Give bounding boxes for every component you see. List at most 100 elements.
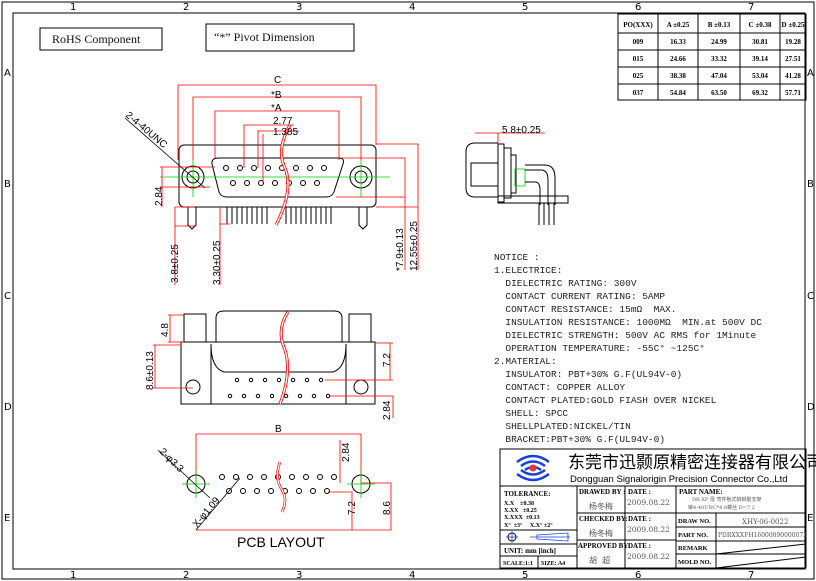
pcb-dim-b: B xyxy=(275,424,282,435)
col-marker: 7 xyxy=(748,570,754,581)
table-cell: 39.14 xyxy=(752,55,768,63)
row-marker: B xyxy=(4,179,11,190)
dim-4-8: 4.8 xyxy=(160,323,171,337)
col-marker: 2 xyxy=(183,2,189,13)
approve-date: 2009.08.22 xyxy=(627,552,670,561)
dim-3-30: 3.30±0.25 xyxy=(212,240,223,285)
tolerance-value: X.X ±0.38 xyxy=(504,501,534,507)
tolerance-value: X° ±3° X.X° ±2° xyxy=(504,522,553,529)
col-marker: 4 xyxy=(409,2,415,13)
row-marker: A xyxy=(4,68,11,79)
approved-by-label: APPROVED BY: xyxy=(578,542,630,550)
drawed-by-label: DRAWED BY : xyxy=(579,488,625,496)
dim-7-9: *7.9±0.13 xyxy=(395,228,406,271)
table-cell: 015 xyxy=(633,55,644,63)
row-marker: E xyxy=(807,513,813,524)
part-name-label: PART NAME: xyxy=(679,488,723,496)
col-marker: 5 xyxy=(522,2,528,13)
table-cell: 24.66 xyxy=(670,55,686,63)
dim-3-8: 3.8±0.25 xyxy=(170,244,181,283)
dim-c: C xyxy=(274,75,281,86)
notice-line: 1.ELECTRICE: xyxy=(494,265,562,276)
thread-dimension: 2-4-40UNC xyxy=(123,110,169,151)
pcb-dim-8-6: 8.6 xyxy=(382,501,393,515)
table-cell: 63.50 xyxy=(711,89,727,97)
column-markers: 1 2 3 4 5 6 7 1 2 3 4 5 6 7 A B C D E A … xyxy=(4,2,815,581)
row-marker: D xyxy=(807,402,815,413)
notice-line: SHELL: SPCC xyxy=(494,408,568,419)
tolerance-value: X.XX ±0.25 xyxy=(504,508,537,514)
col-marker: 5 xyxy=(522,570,528,581)
pcb-layout: B 2-φ3.3 X-φ1.09 2.84 7.2 8.6 PCB LAYOUT xyxy=(157,424,393,550)
table-cell: 30.81 xyxy=(752,38,768,46)
table-cell: 38.38 xyxy=(670,72,686,80)
pcb-dim-7-2: 7.2 xyxy=(347,501,358,515)
notice-line: SHELLPLATED:NICKEL/TIN xyxy=(494,421,631,432)
table-header: B ±0.13 xyxy=(708,21,731,29)
pcb-hole-dim: 2-φ3.3 xyxy=(157,446,186,475)
notice-line: OPERATION TEMPERATURE: -55C° ~125C° xyxy=(494,343,705,354)
table-header: A ±0.25 xyxy=(667,21,690,29)
size-label: SIZE: A4 xyxy=(541,561,565,567)
notice-line: CONTACT RESISTANCE: 15mΩ MAX. xyxy=(494,304,676,315)
part-no-label: PART NO. xyxy=(678,532,708,539)
pivot-box xyxy=(205,23,355,52)
pcb-dim-2-84: 2.84 xyxy=(341,442,352,462)
table-cell: 24.99 xyxy=(711,38,727,46)
tolerance-label: TOLERANCE: xyxy=(504,490,551,498)
front-view: 2-4-40UNC C *B *A 2.77 1.385 2.84 3.8±0.… xyxy=(123,75,420,285)
notice-line: INSULATION RESISTANCE: 1000MΩ MIN.at 500… xyxy=(494,317,762,328)
notice: NOTICE : 1.ELECTRICE: DIELECTRIC RATING:… xyxy=(494,252,762,445)
notice-title: NOTICE : xyxy=(494,252,540,263)
rohs-label: RoHS Component xyxy=(52,32,141,46)
part-name-line1: DR XP 母 弯件板式铆铆胶支架 xyxy=(692,496,761,503)
tolerance-value: X.XXX ±0.13 xyxy=(504,515,540,521)
remark-label: REMARK xyxy=(678,545,708,552)
title-block: 东莞市迅颢原精密连接器有限公司 Dongguan Signalorigin Pr… xyxy=(499,448,816,569)
notice-line: CONTACT: COPPER ALLOY xyxy=(494,382,625,393)
row-marker: E xyxy=(4,513,10,524)
dim-7-2: 7.2 xyxy=(382,353,393,367)
dim-2-84b: 2.84 xyxy=(382,400,393,420)
notice-line: INSULATOR: PBT+30% G.F(UL94V-0) xyxy=(494,369,682,380)
bottom-view: 4.8 8.6±0.13 7.2 2.84 xyxy=(145,310,394,420)
table-header: D ±0.25 xyxy=(782,21,805,29)
col-marker: 6 xyxy=(635,2,641,13)
notice-line: CONTACT PLATED:GOLD FIASH OVER NICKEL xyxy=(494,395,717,406)
table-cell: 57.71 xyxy=(785,89,801,97)
checker-name: 杨冬梅 xyxy=(589,528,613,538)
date-label: DATE : xyxy=(628,515,651,523)
dimension-table: PO(XXX) A ±0.25 B ±0.13 C ±0.38 D ±0.25 … xyxy=(617,13,807,101)
col-marker: 6 xyxy=(635,570,641,581)
rohs-box xyxy=(39,27,163,51)
unit-label: UNIT: mm [inch] xyxy=(504,547,556,555)
col-marker: 3 xyxy=(296,2,302,13)
check-date: 2009.08.22 xyxy=(627,525,670,534)
table-cell: 33.32 xyxy=(711,55,727,63)
table-cell: 16.33 xyxy=(670,38,686,46)
dim-b: *B xyxy=(271,90,282,101)
checked-by-label: CHECKED BY: xyxy=(579,515,628,523)
table-header: PO(XXX) xyxy=(623,21,653,29)
date-label: DATE : xyxy=(628,488,651,496)
row-marker: D xyxy=(4,402,12,413)
table-cell: 037 xyxy=(633,89,644,97)
notice-line: CONTACT CURRENT RATING: 5AMP xyxy=(494,291,665,302)
col-marker: 7 xyxy=(748,2,754,13)
draw-date: 2009.08.22 xyxy=(627,498,670,507)
notice-line: 2.MATERIAL: xyxy=(494,356,557,367)
row-marker: C xyxy=(4,291,11,302)
dim-half-pitch: 1.385 xyxy=(273,127,298,138)
col-marker: 1 xyxy=(70,570,76,581)
mold-no-label: MOLD NO. xyxy=(678,559,712,566)
row-marker: A xyxy=(807,68,814,79)
part-name-line2: 铆4-40UNC*4.8螺丝 D=7.2 xyxy=(688,504,755,511)
table-cell: 41.28 xyxy=(785,72,801,80)
table-cell: 27.51 xyxy=(785,55,801,63)
dim-side: 5.8±0.25 xyxy=(502,125,541,136)
table-cell: 47.04 xyxy=(711,72,727,80)
col-marker: 1 xyxy=(70,2,76,13)
pcb-layout-label: PCB LAYOUT xyxy=(237,534,325,550)
